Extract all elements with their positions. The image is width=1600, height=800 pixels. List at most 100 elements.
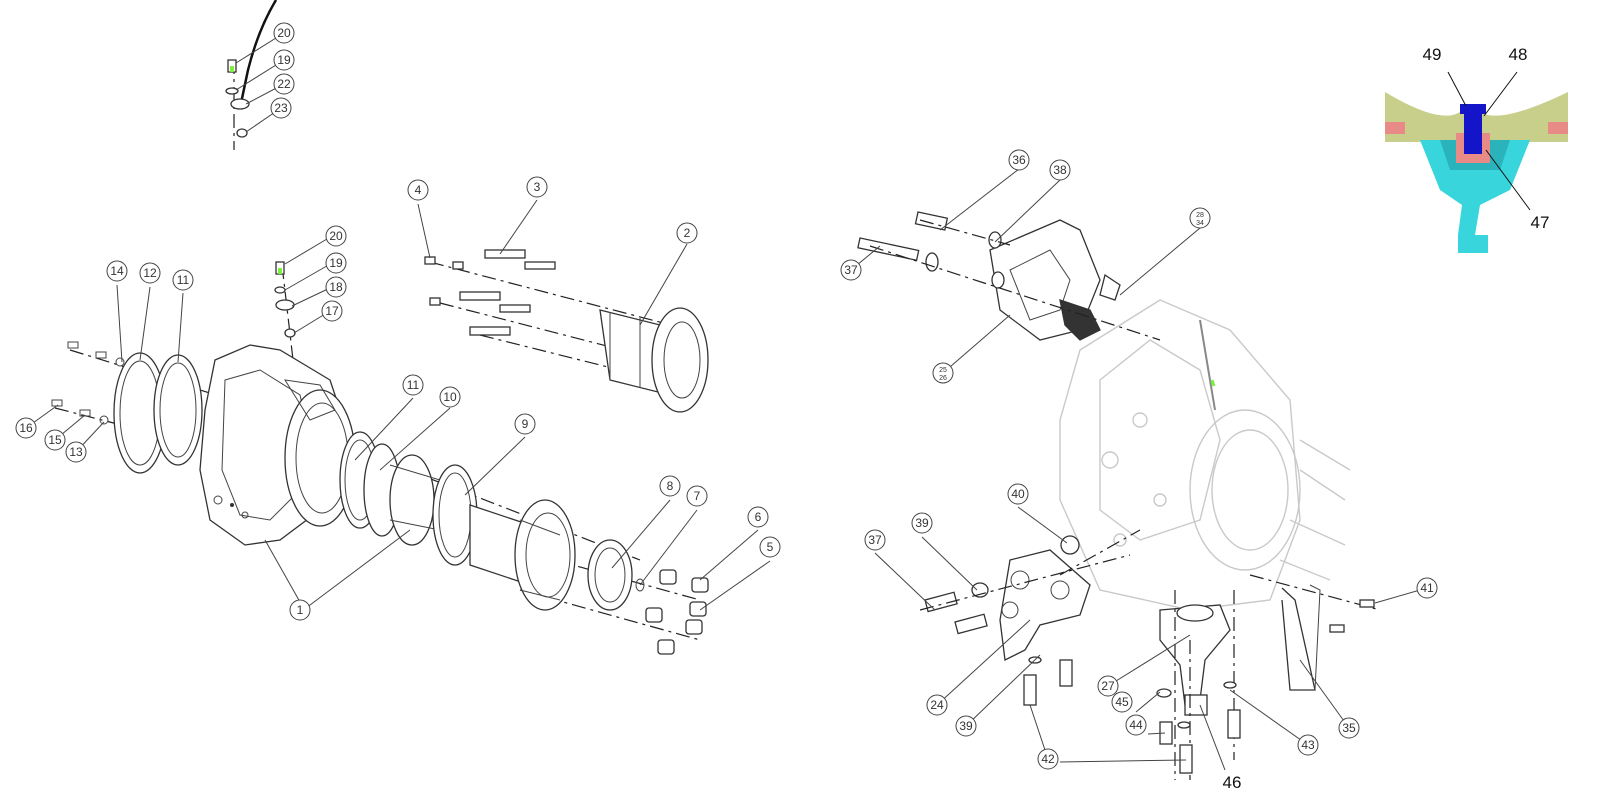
callout-circle <box>1097 675 1119 697</box>
callout-number: 15 <box>48 433 62 447</box>
callout-number: 1 <box>297 603 304 617</box>
callout-number: 5 <box>767 540 774 554</box>
callout-circle <box>139 262 161 284</box>
callout-bubble: 39 <box>911 512 933 534</box>
callout-number: 20 <box>329 229 343 243</box>
callout-number: 37 <box>868 533 882 547</box>
callout-bubble: 18 <box>325 276 347 298</box>
callout-bubble: 13 <box>65 441 87 463</box>
callout-circle <box>840 259 862 281</box>
callout-bubble: 45 <box>1111 691 1133 713</box>
callout-circle <box>747 506 769 528</box>
callout-number: 23 <box>274 101 288 115</box>
callout-bubble: 20 <box>325 225 347 247</box>
callout-number: 12 <box>143 266 157 280</box>
callout-bubble: 35 <box>1338 717 1360 739</box>
callout-circle <box>325 225 347 247</box>
callout-number: 24 <box>930 698 944 712</box>
inset-part-label: 49 <box>1423 45 1442 64</box>
callout-circle <box>1037 748 1059 770</box>
callout-number: 43 <box>1301 738 1315 752</box>
callout-bubble: 41 <box>1416 577 1438 599</box>
callout-bubble: 6 <box>747 506 769 528</box>
callout-circle <box>44 429 66 451</box>
callout-number: 18 <box>329 280 343 294</box>
callout-bubble: 44 <box>1125 714 1147 736</box>
callout-number: 7 <box>694 489 701 503</box>
callout-bubble: 15 <box>44 429 66 451</box>
callout-number: 35 <box>1342 721 1356 735</box>
callout-number: 34 <box>1196 220 1204 227</box>
callout-circle <box>289 599 311 621</box>
callout-bubble: 27 <box>1097 675 1119 697</box>
callout-circle <box>932 362 954 384</box>
callout-circle <box>911 512 933 534</box>
sensor-fastener-group <box>225 0 285 150</box>
callout-bubble: 19 <box>273 49 295 71</box>
callout-number: 38 <box>1053 163 1067 177</box>
callout-circle <box>526 176 548 198</box>
part-label: 46 <box>1223 773 1242 792</box>
callout-circle <box>273 49 295 71</box>
plain-label-layer: 49 48 47 46 <box>1223 45 1550 792</box>
callout-layer: 1234567891011111213141516171819192020222… <box>15 22 1438 770</box>
callout-bubble: 39 <box>955 715 977 737</box>
callout-circle <box>321 300 343 322</box>
callout-number: 27 <box>1101 679 1115 693</box>
callout-circle <box>955 715 977 737</box>
callout-bubble: 10 <box>439 386 461 408</box>
inset-part-label: 48 <box>1509 45 1528 64</box>
callout-number: 41 <box>1420 581 1434 595</box>
section-detail-inset <box>1385 71 1568 253</box>
callout-number: 39 <box>915 516 929 530</box>
callout-bubble: 22 <box>273 73 295 95</box>
callout-number: 14 <box>110 264 124 278</box>
callout-circle <box>273 22 295 44</box>
callout-bubble: 8 <box>659 475 681 497</box>
callout-number: 37 <box>844 263 858 277</box>
callout-number: 4 <box>415 183 422 197</box>
callout-number: 17 <box>325 304 339 318</box>
callout-circle <box>686 485 708 507</box>
callout-bubble: 37 <box>864 529 886 551</box>
callout-circle <box>15 417 37 439</box>
callout-circle <box>1111 691 1133 713</box>
callout-circle <box>1416 577 1438 599</box>
callout-circle <box>1049 159 1071 181</box>
callout-number: 10 <box>443 390 457 404</box>
callout-bubble: 38 <box>1049 159 1071 181</box>
callout-circle <box>1189 207 1211 229</box>
callout-circle <box>1125 714 1147 736</box>
callout-number: 42 <box>1041 752 1055 766</box>
callout-circle <box>1338 717 1360 739</box>
callout-number: 22 <box>277 77 291 91</box>
callout-bubble: 2 <box>676 222 698 244</box>
callout-bubble: 11 <box>402 374 424 396</box>
callout-bubble: 24 <box>926 694 948 716</box>
callout-bubble: 36 <box>1008 149 1030 171</box>
callout-circle <box>273 73 295 95</box>
callout-number: 9 <box>522 417 529 431</box>
callout-number: 40 <box>1011 487 1025 501</box>
callout-number: 20 <box>277 26 291 40</box>
callout-number: 6 <box>755 510 762 524</box>
callout-bubble: 16 <box>15 417 37 439</box>
left-hub-assembly <box>25 199 771 655</box>
callout-bubble: 1 <box>289 599 311 621</box>
callout-number: 11 <box>177 273 190 287</box>
callout-number: 8 <box>667 479 674 493</box>
callout-bubble: 12 <box>139 262 161 284</box>
callout-number: 36 <box>1012 153 1026 167</box>
callout-number: 39 <box>959 719 973 733</box>
callout-bubble: 4 <box>407 179 429 201</box>
callout-circle <box>65 441 87 463</box>
callout-bubble: 37 <box>840 259 862 281</box>
inset-part-label: 47 <box>1531 213 1550 232</box>
callout-number: 11 <box>407 378 420 392</box>
callout-circle <box>659 475 681 497</box>
callout-number: 3 <box>534 180 541 194</box>
callout-bubble: 43 <box>1297 734 1319 756</box>
callout-number: 26 <box>939 375 947 382</box>
